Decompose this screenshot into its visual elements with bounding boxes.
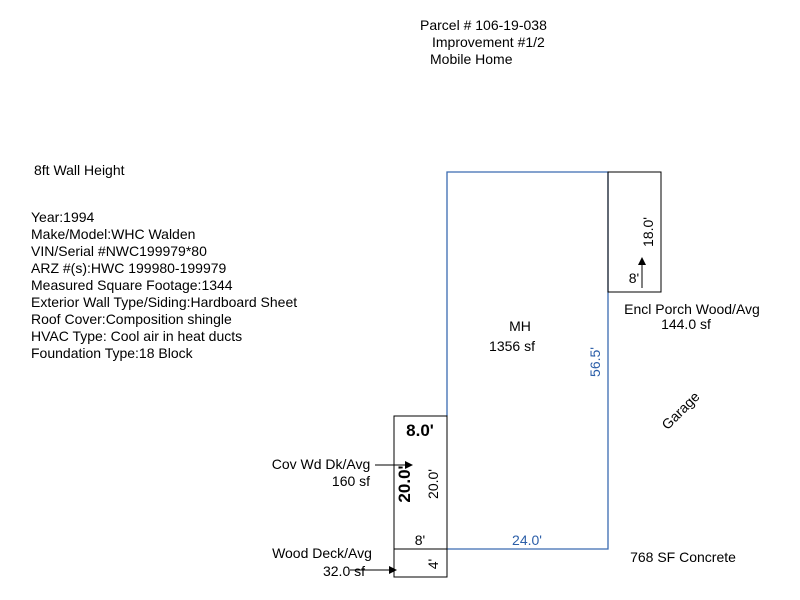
- porch-area: 144.0 sf: [661, 316, 711, 332]
- spec-arz: ARZ #(s):HWC 199980-199979: [31, 260, 227, 276]
- spec-year: Year:1994: [31, 209, 95, 225]
- covered-deck-area: 160 sf: [332, 473, 370, 489]
- parcel-number: Parcel # 106-19-038: [420, 17, 547, 33]
- spec-exterior-wall: Exterior Wall Type/Siding:Hardboard Shee…: [31, 294, 298, 310]
- mh-length-dimension: 56.5': [587, 347, 603, 377]
- mh-outline: [446, 171, 609, 550]
- covered-deck-length-dimension: 20.0': [425, 469, 441, 499]
- wall-height-label: 8ft Wall Height: [34, 162, 125, 178]
- wood-deck-length-dimension: 4': [425, 559, 441, 569]
- covered-deck-width-dimension: 8.0': [406, 421, 434, 440]
- improvement-type: Mobile Home: [430, 51, 513, 67]
- garage-label: Garage: [658, 388, 702, 432]
- porch-width-dimension: 8': [629, 270, 639, 286]
- spec-foundation: Foundation Type:18 Block: [31, 345, 193, 361]
- mh-area: 1356 sf: [489, 338, 535, 354]
- covered-deck-bottom-dimension: 8': [415, 532, 425, 548]
- wood-deck-label: Wood Deck/Avg: [272, 545, 372, 561]
- spec-roof-cover: Roof Cover:Composition shingle: [31, 311, 232, 327]
- covered-deck-length-dimension-bold: 20.0': [395, 465, 414, 502]
- header-block: Parcel # 106-19-038 Improvement #1/2 Mob…: [420, 17, 656, 68]
- improvement-number: Improvement #1/2: [432, 34, 545, 50]
- spec-vin-serial: VIN/Serial #NWC199979*80: [31, 243, 207, 259]
- porch-length-dimension: 18.0': [640, 217, 656, 247]
- spec-hvac: HVAC Type: Cool air in heat ducts: [31, 328, 243, 344]
- porch-outline: [607, 171, 662, 293]
- porch-label: Encl Porch Wood/Avg: [624, 301, 760, 317]
- concrete-label: 768 SF Concrete: [630, 549, 736, 565]
- property-specs: Year:1994 Make/Model:WHC Walden VIN/Seri…: [31, 209, 297, 362]
- covered-deck-label: Cov Wd Dk/Avg: [272, 456, 371, 472]
- wood-deck-area: 32.0 sf: [323, 563, 365, 579]
- mh-width-dimension: 24.0': [512, 532, 542, 548]
- wood-deck-outline: [393, 548, 448, 578]
- spec-make-model: Make/Model:WHC Walden: [31, 226, 196, 242]
- mh-label: MH: [509, 318, 531, 334]
- spec-square-footage: Measured Square Footage:1344: [31, 277, 233, 293]
